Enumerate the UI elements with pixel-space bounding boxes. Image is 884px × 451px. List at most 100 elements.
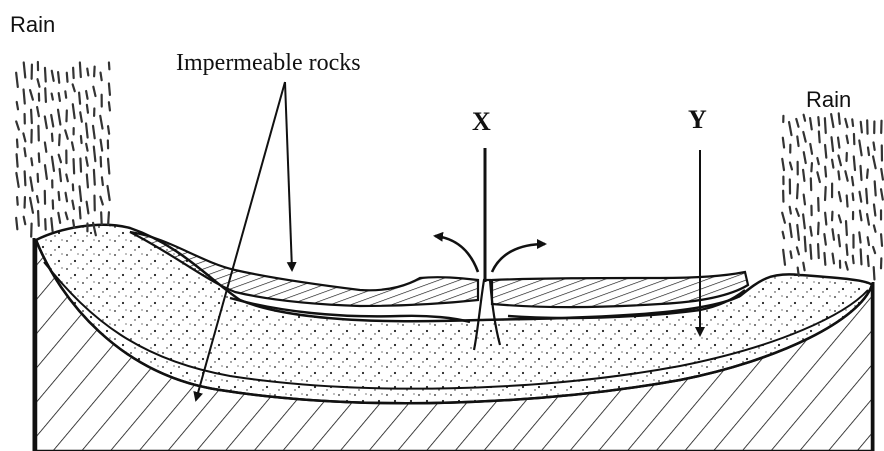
rain-streak <box>45 116 47 128</box>
rain-streak <box>861 249 862 264</box>
rain-streak <box>86 157 88 166</box>
rain-streak <box>45 88 46 102</box>
water-outflow-right-arrow <box>492 244 545 272</box>
rain-streak <box>17 154 18 167</box>
rain-streak <box>66 174 68 181</box>
label-x: X <box>472 107 491 136</box>
rain-streak <box>72 142 74 150</box>
rain-streak <box>861 122 862 133</box>
rain-streak <box>52 94 53 100</box>
rain-streak <box>832 137 834 151</box>
rain-streak <box>101 212 102 224</box>
rain-streak <box>16 73 18 87</box>
rain-streak <box>94 147 96 162</box>
rain-streak <box>782 213 785 223</box>
rain-streak <box>24 148 25 156</box>
rain-streak <box>861 166 862 180</box>
rain-streak <box>817 172 820 182</box>
rain-streak <box>839 215 841 222</box>
rain-streak <box>80 158 81 171</box>
rain-streak <box>839 113 840 123</box>
rain-streak <box>860 211 862 221</box>
rain-streak <box>66 193 67 202</box>
rain-streak <box>868 237 869 245</box>
rain-streak <box>803 170 804 181</box>
rain-streak <box>74 159 75 173</box>
rain-streak <box>80 186 82 201</box>
rain-streak <box>109 102 110 110</box>
rain-streak <box>73 220 74 227</box>
rain-streak <box>108 159 109 174</box>
rain-streak <box>52 71 54 81</box>
rain-streak <box>25 171 26 185</box>
rain-streak <box>875 181 876 195</box>
rain-streak <box>824 253 825 265</box>
rain-streak <box>866 189 867 203</box>
rain-streak <box>818 223 819 234</box>
rain-streak <box>59 192 60 200</box>
rain-streak <box>819 131 820 142</box>
rain-streak <box>79 93 80 104</box>
rain-streak <box>94 67 95 77</box>
rain-streak <box>59 135 60 146</box>
rain-streak <box>854 156 855 170</box>
rain-streak <box>66 213 68 220</box>
rain-streak <box>67 73 68 82</box>
rain-streak <box>797 136 798 145</box>
rain-streak <box>803 263 804 271</box>
rain-streak <box>52 157 54 171</box>
rain-streak <box>31 158 32 165</box>
rain-streak <box>824 234 825 244</box>
rain-streak <box>81 136 82 143</box>
upper-impermeable-layer-right <box>492 272 748 307</box>
rain-streak <box>873 247 875 253</box>
impermeable-rocks-label: Impermeable rocks <box>176 50 361 76</box>
rain-streak <box>30 198 33 213</box>
rain-streak <box>804 195 805 205</box>
rain-streak <box>30 90 33 100</box>
rain-streak <box>17 102 18 109</box>
rain-streak <box>100 116 102 129</box>
rain-streak <box>790 224 792 237</box>
rain-streak <box>881 234 882 246</box>
rain-streak <box>73 84 75 91</box>
rain-streak <box>93 126 95 138</box>
rain-streak <box>24 89 25 103</box>
rain-streak <box>805 237 806 252</box>
rain-streak <box>51 218 52 231</box>
rain-streak <box>853 194 854 201</box>
rain-streak <box>58 213 60 223</box>
rain-streak <box>804 115 805 121</box>
rain-streak <box>818 244 819 258</box>
rain-streak <box>782 159 784 170</box>
water-outflow-left-arrow <box>435 236 478 272</box>
rain-streak <box>791 251 792 258</box>
rain-streak <box>868 147 869 155</box>
rain-streak <box>846 245 847 255</box>
rain-streak <box>833 254 834 264</box>
rain-streak <box>59 93 60 101</box>
rain-streak <box>825 213 826 225</box>
rain-streak <box>37 79 39 87</box>
rain-streak <box>51 115 53 126</box>
rain-streak <box>859 232 860 242</box>
rain-streak <box>24 217 26 224</box>
rain-streak <box>838 171 839 179</box>
rain-streak <box>817 158 818 164</box>
rain-streak <box>73 68 74 78</box>
rain-streak <box>825 167 826 177</box>
rain-label-right: Rain <box>806 87 851 112</box>
rain-streak <box>818 117 819 125</box>
rain-streak <box>16 173 18 187</box>
rain-streak <box>873 156 876 168</box>
rain-streak <box>797 247 799 254</box>
rain-streak <box>859 140 861 155</box>
rain-streak <box>59 155 61 163</box>
rain-streak <box>797 225 799 240</box>
rain-streak <box>38 211 39 226</box>
rain-streak <box>783 250 785 265</box>
rain-streaks-right <box>782 113 883 279</box>
rain-streak <box>17 140 18 148</box>
rain-streak <box>810 144 812 154</box>
rain-streak <box>846 262 848 270</box>
